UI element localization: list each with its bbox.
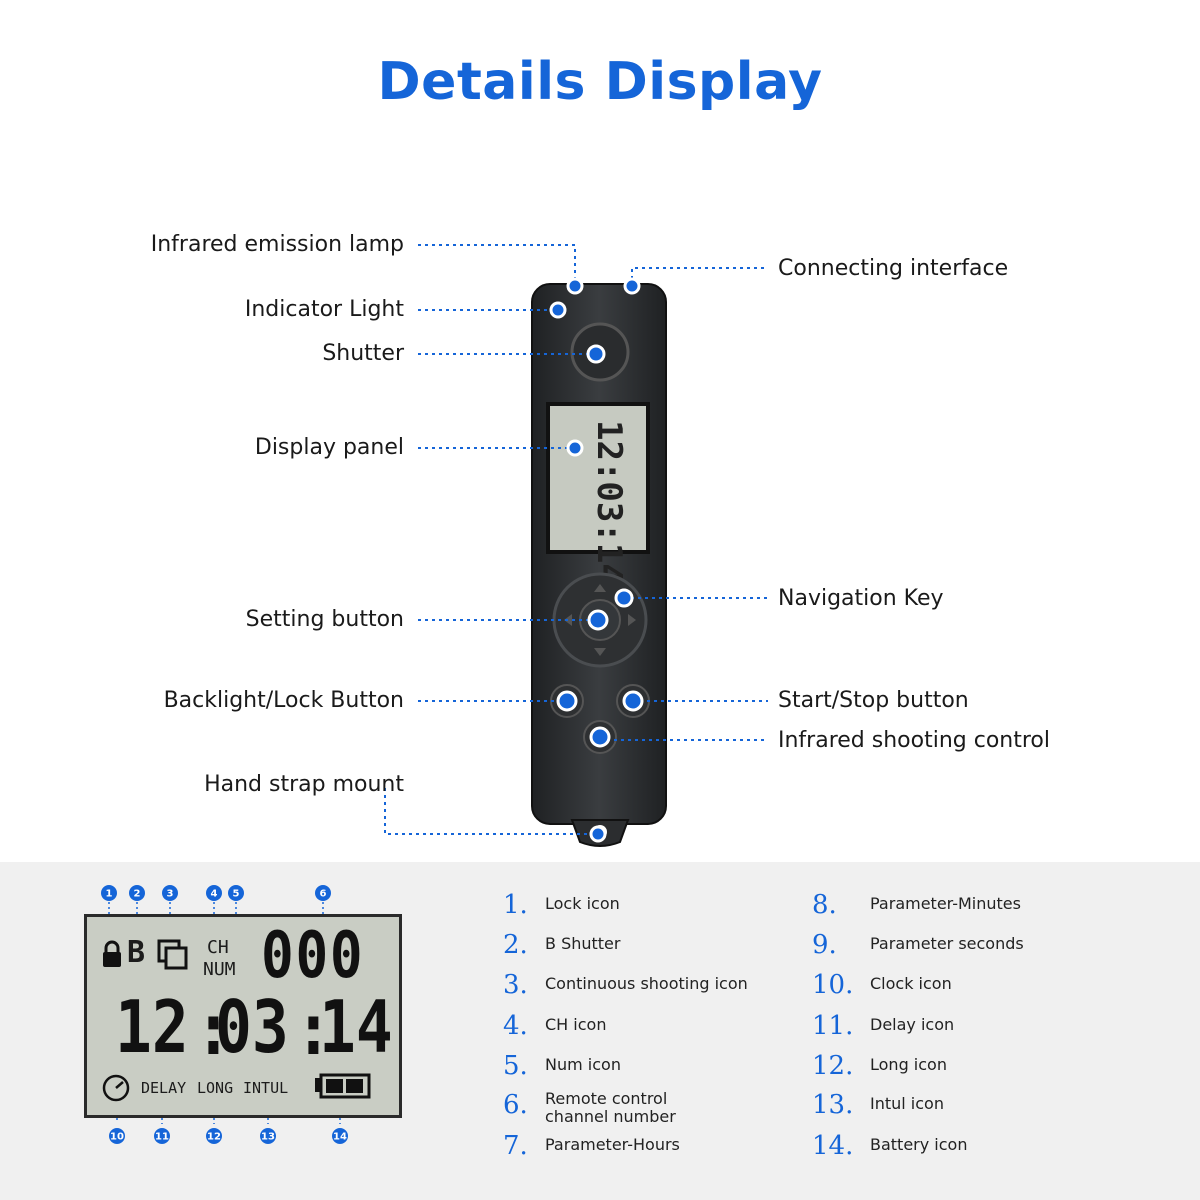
label-shutter: Shutter bbox=[322, 341, 404, 366]
page-title: Details Display bbox=[377, 52, 823, 112]
label-hand-strap-mount: Hand strap mount bbox=[204, 772, 404, 797]
leader-lines bbox=[384, 244, 768, 835]
marker-number: 11 bbox=[155, 1132, 169, 1143]
marker-number: 4 bbox=[211, 889, 218, 900]
legend-left-item-text: Lock icon bbox=[545, 894, 620, 913]
legend-right-item-text: Long icon bbox=[870, 1055, 947, 1074]
label-infrared-emission-lamp: Infrared emission lamp bbox=[150, 232, 404, 257]
label-indicator-light: Indicator Light bbox=[244, 297, 404, 322]
num-icon: NUM bbox=[203, 959, 236, 980]
label-infrared-shooting-control: Infrared shooting control bbox=[778, 728, 1050, 753]
marker-6 bbox=[315, 885, 331, 901]
legend-left-item-number: 7. bbox=[503, 1131, 528, 1161]
legend-right-item-number: 11. bbox=[812, 1011, 854, 1041]
parameter-seconds: 14 bbox=[319, 985, 393, 1069]
marker-number: 3 bbox=[167, 889, 174, 900]
clock-icon bbox=[102, 1074, 130, 1102]
delay-icon: DELAY bbox=[141, 1079, 187, 1097]
marker-number: 14 bbox=[333, 1132, 347, 1143]
channel-number: 000 bbox=[261, 919, 365, 993]
label-backlight-lock-button: Backlight/Lock Button bbox=[163, 688, 404, 713]
legend-left-item-number: 2. bbox=[503, 930, 528, 960]
marker-3 bbox=[162, 885, 178, 901]
display-panel-screen bbox=[546, 402, 650, 554]
lock-icon bbox=[103, 940, 121, 967]
legend-left-item-number: 1. bbox=[503, 890, 528, 920]
long-icon: LONG bbox=[197, 1079, 234, 1097]
marker-12 bbox=[206, 1128, 222, 1144]
marker-number: 13 bbox=[261, 1132, 275, 1143]
legend-right-item-text: Intul icon bbox=[870, 1094, 944, 1113]
legend-left-item-number: 5. bbox=[503, 1051, 528, 1081]
legend-right-item-text: Parameter-Minutes bbox=[870, 894, 1021, 913]
label-start-stop-button: Start/Stop button bbox=[778, 688, 969, 713]
legend-left-item-text: Continuous shooting icon bbox=[545, 974, 748, 993]
svg-text:12:03:14: 12:03:14 bbox=[589, 420, 629, 584]
marker-dots bbox=[549, 277, 644, 843]
legend-right-item-number: 9. bbox=[812, 930, 837, 960]
marker-10 bbox=[109, 1128, 125, 1144]
remote-control-device: 12:03:14 bbox=[531, 283, 667, 847]
continuous-shooting-icon bbox=[157, 939, 188, 970]
legend-left-item-text: Parameter-Hours bbox=[545, 1135, 680, 1154]
legend-right-item-text: Parameter seconds bbox=[870, 934, 1024, 953]
legend-right-item-number: 10. bbox=[812, 970, 854, 1000]
parameter-hours: 12 bbox=[115, 985, 189, 1069]
legend-left-item-number: 3. bbox=[503, 970, 528, 1000]
intul-icon: INTUL bbox=[243, 1079, 289, 1097]
legend-right-item-text: Delay icon bbox=[870, 1015, 955, 1034]
marker-2 bbox=[129, 885, 145, 901]
marker-4 bbox=[206, 885, 222, 901]
marker-11 bbox=[154, 1128, 170, 1144]
label-connecting-interface: Connecting interface bbox=[778, 256, 1009, 281]
marker-number: 1 bbox=[106, 889, 113, 900]
b-shutter-icon: B bbox=[127, 935, 146, 970]
legend-right-item-number: 12. bbox=[812, 1051, 854, 1081]
legend-right-item-text: Clock icon bbox=[870, 974, 952, 993]
legend-left-item-text: Num icon bbox=[545, 1055, 621, 1074]
marker-14 bbox=[332, 1128, 348, 1144]
legend-right-item-number: 13. bbox=[812, 1090, 854, 1120]
legend-left-item-number: 4. bbox=[503, 1011, 528, 1041]
lcd-closeup: B CH NUM 000 12 : 03 : 14 DELAY LONG INT… bbox=[84, 914, 402, 1118]
legend-right-item-number: 8. bbox=[812, 890, 837, 920]
marker-5 bbox=[228, 885, 244, 901]
legend-left-item-text: Remote control channel number bbox=[545, 1089, 676, 1126]
ch-icon: CH bbox=[207, 937, 229, 958]
label-navigation-key: Navigation Key bbox=[778, 586, 944, 611]
marker-1 bbox=[101, 885, 117, 901]
legend-left-item-text: CH icon bbox=[545, 1015, 607, 1034]
legend-right-item-text: Battery icon bbox=[870, 1135, 968, 1154]
marker-13 bbox=[260, 1128, 276, 1144]
legend-left-item-number: 6. bbox=[503, 1090, 528, 1120]
parameter-minutes: 03 bbox=[215, 985, 289, 1069]
marker-number: 10 bbox=[110, 1132, 124, 1143]
marker-number: 12 bbox=[207, 1132, 221, 1143]
label-setting-button: Setting button bbox=[245, 607, 404, 632]
legend-right-item-number: 14. bbox=[812, 1131, 854, 1161]
label-display-panel: Display panel bbox=[254, 435, 404, 460]
battery-icon bbox=[315, 1073, 371, 1099]
marker-number: 6 bbox=[320, 889, 327, 900]
device-diagram: 12:03:14 bbox=[384, 244, 768, 847]
marker-number: 5 bbox=[233, 889, 240, 900]
legend-left-item-text: B Shutter bbox=[545, 934, 621, 953]
marker-number: 2 bbox=[134, 889, 141, 900]
